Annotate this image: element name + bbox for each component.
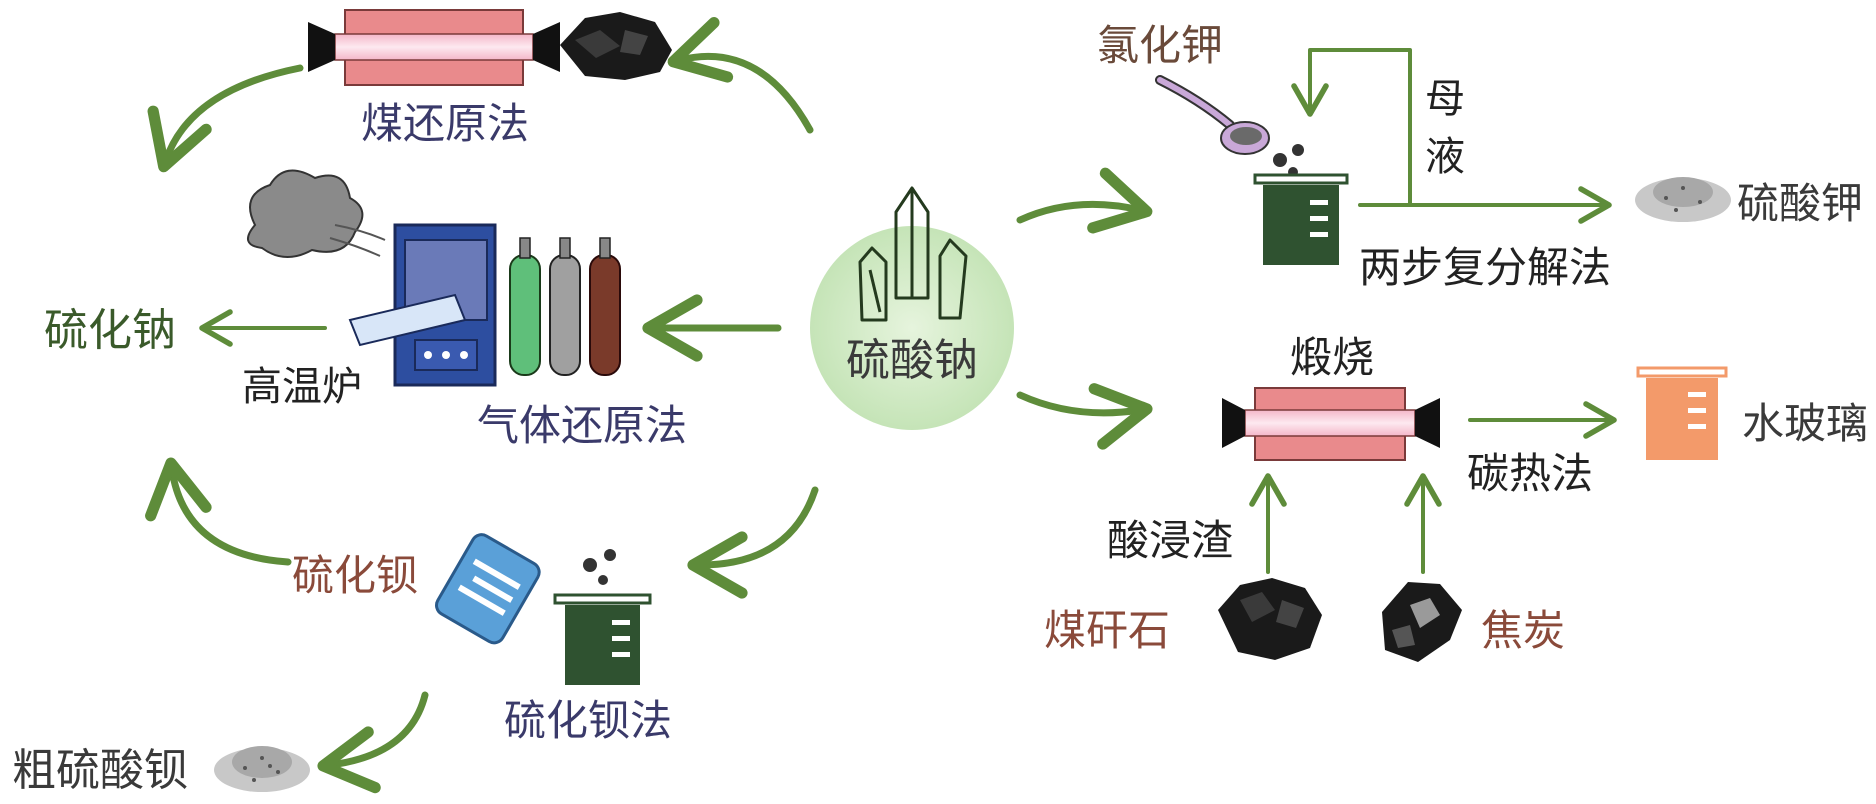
spoon-icon	[1155, 75, 1270, 155]
tube-furnace-icon	[308, 9, 560, 86]
crude-baso4-label: 粗硫酸钡	[12, 745, 188, 796]
k2so4-powder-icon	[1635, 177, 1731, 222]
gas-cylinders-icon	[509, 237, 621, 376]
calcination-label: 煅烧	[1290, 333, 1374, 382]
two-step-beaker-icon	[1253, 144, 1349, 265]
arrow-coal-to-na2s	[147, 64, 304, 173]
furnace-icon	[348, 223, 497, 387]
coke-icon	[1382, 582, 1462, 662]
carbothermal-label: 碳热法	[1467, 449, 1593, 498]
sodium-sulfate-node: 硫酸钠	[810, 186, 1014, 430]
coal-reduction-group: 煤还原法	[147, 9, 814, 173]
gas-method-label: 气体还原法	[477, 401, 687, 450]
blue-beaker-icon	[435, 533, 541, 645]
na2s-label: 硫化钠	[44, 305, 176, 356]
two-step-label: 两步复分解法	[1359, 243, 1611, 292]
kcl-label: 氯化钾	[1097, 21, 1223, 70]
barium-method-label: 硫化钡法	[504, 696, 672, 745]
acid-residue-label: 酸浸渣	[1107, 516, 1233, 565]
mother-liquor-loop	[1291, 48, 1412, 207]
coal-gangue-icon	[1218, 578, 1322, 660]
arrow-to-crude-baso4	[317, 691, 429, 794]
arrow-to-coal-method	[667, 17, 814, 134]
arrow-barium-to-na2s	[145, 457, 292, 566]
coal-icon	[560, 12, 672, 80]
smoke-icon	[247, 169, 386, 258]
carbothermal-furnace-icon	[1222, 387, 1440, 461]
coal-method-label: 煤还原法	[361, 99, 529, 148]
k2so4-label: 硫酸钾	[1737, 179, 1863, 228]
green-beaker-icon	[553, 549, 652, 685]
furnace-label: 高温炉	[242, 364, 362, 410]
water-glass-label: 水玻璃	[1742, 399, 1868, 448]
mother-liquor-2: 液	[1425, 134, 1465, 180]
arrow-to-barium-method	[687, 486, 819, 599]
gas-reduction-group: 高温炉 气体还原法	[199, 169, 782, 450]
barium-sulfide-label: 硫化钡	[292, 551, 418, 600]
powder-pile-icon	[214, 746, 310, 792]
arrow-to-carbothermal	[1016, 383, 1153, 450]
coal-gangue-label: 煤矸石	[1044, 606, 1170, 655]
crystal-icon	[858, 186, 968, 322]
carbothermal-group: 煅烧 碳热法 水玻璃 酸浸渣 煤矸石	[1016, 333, 1868, 662]
center-label: 硫酸钠	[846, 335, 978, 386]
mother-liquor-1: 母	[1425, 76, 1465, 122]
orange-beaker-icon	[1636, 366, 1728, 460]
barium-method-group: 硫化钡 硫化钡法 粗硫酸钡	[12, 457, 819, 796]
coke-label: 焦炭	[1481, 606, 1565, 655]
arrow-to-two-step	[1016, 167, 1153, 234]
two-step-group: 氯化钾 母 液 两步复分解法 硫酸钾	[1016, 21, 1863, 292]
